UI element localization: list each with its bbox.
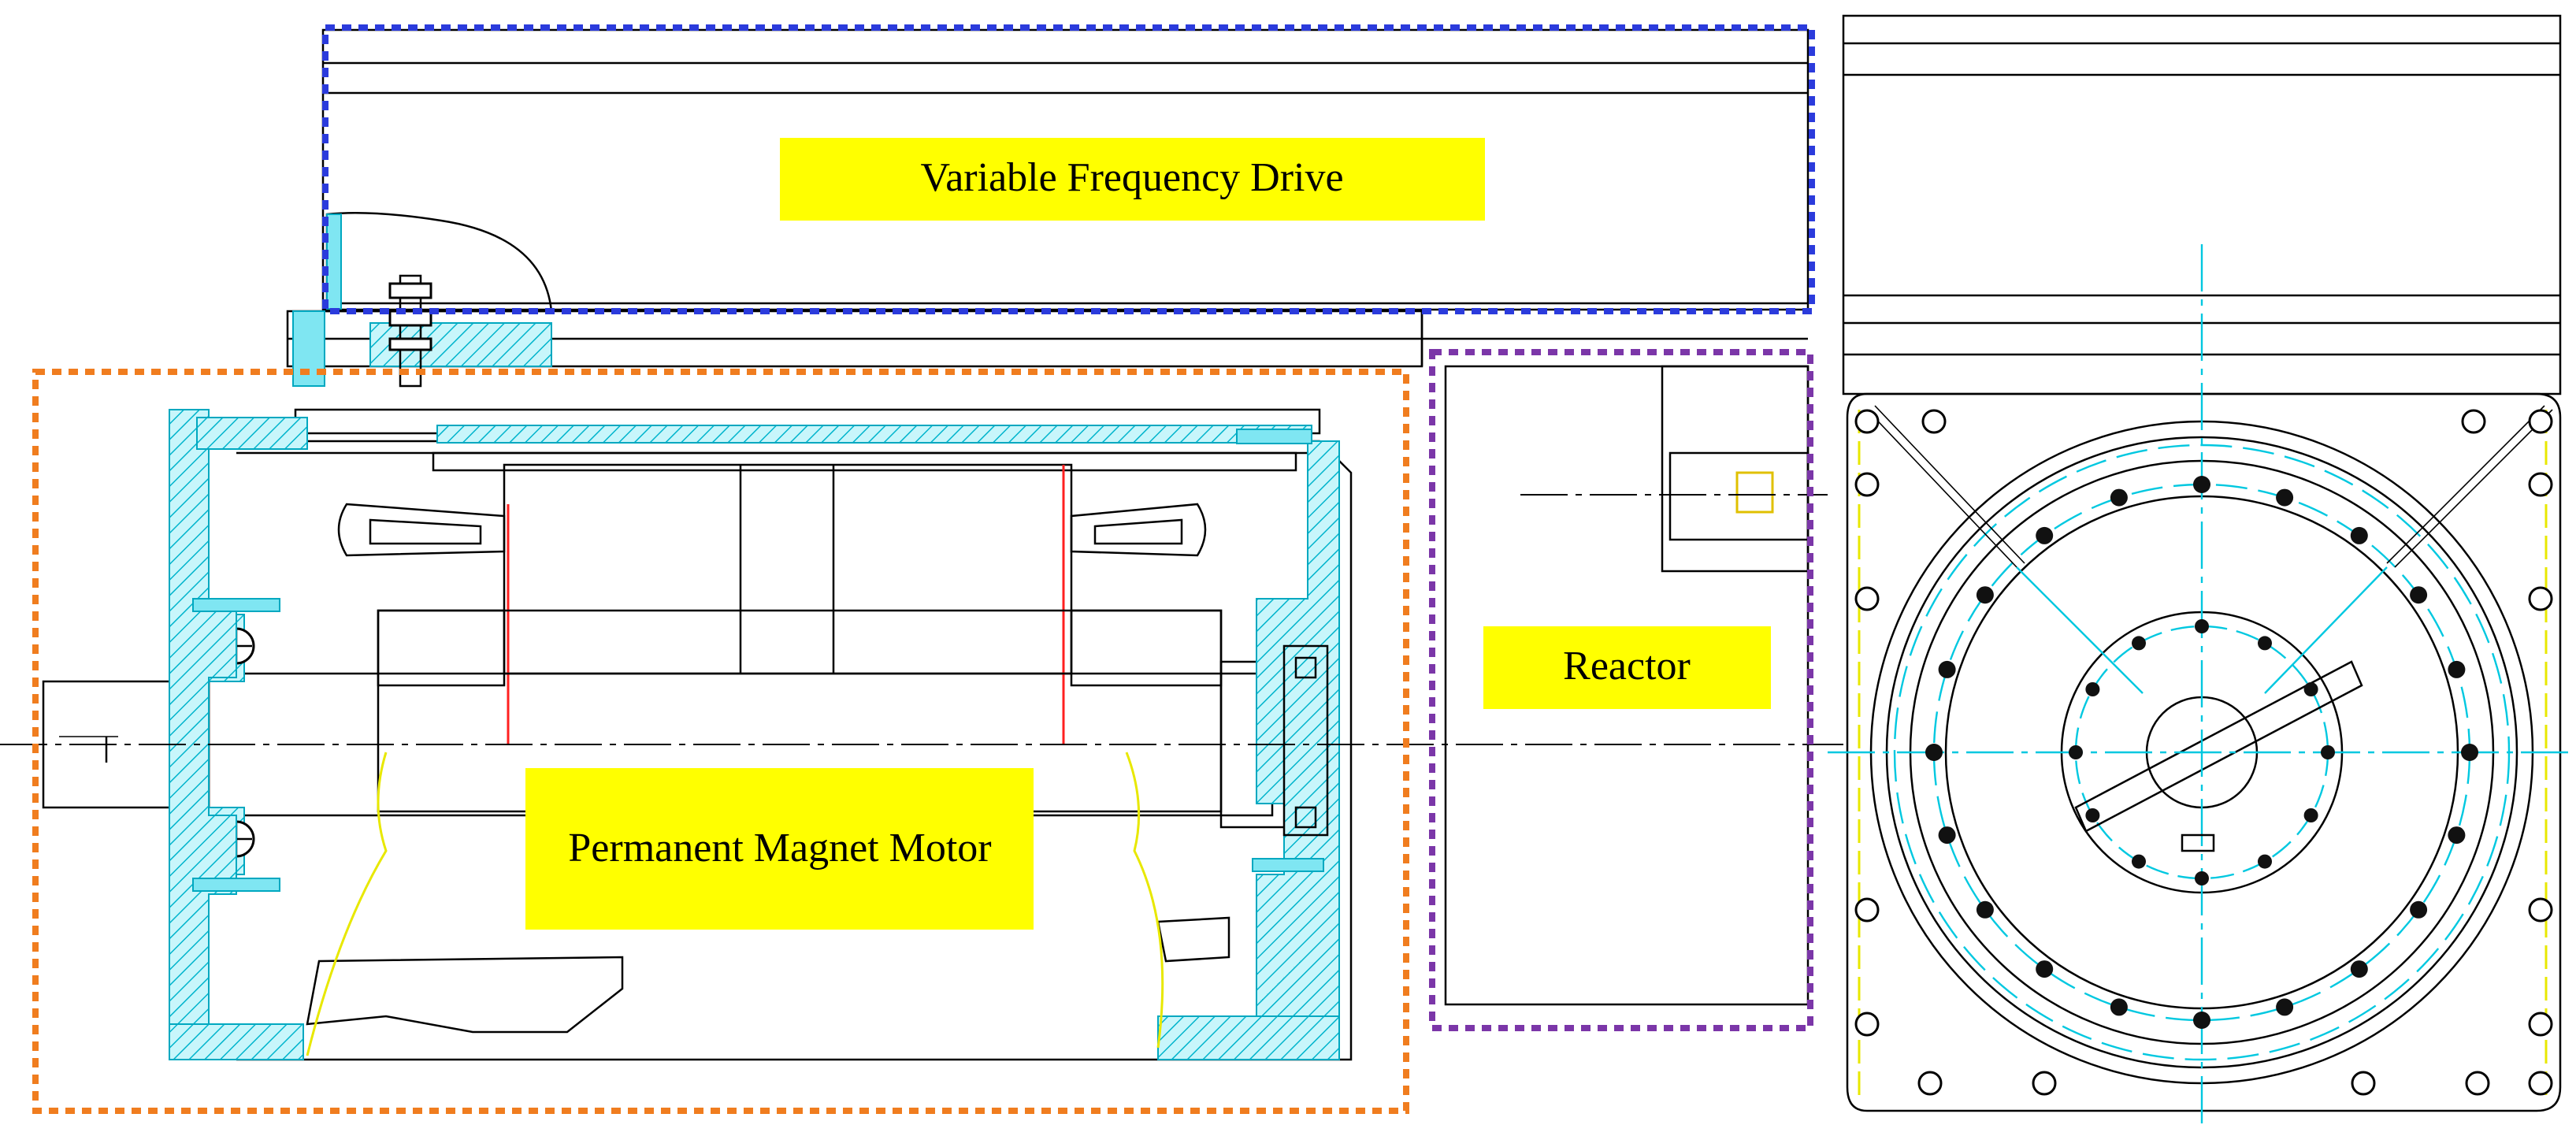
bolt-hole — [2276, 488, 2294, 507]
bolt-hole — [1976, 900, 1994, 919]
bolt-hole — [2448, 660, 2466, 678]
vfd-outline — [322, 24, 1815, 314]
outer-bolt-ring — [1925, 476, 2478, 1029]
bolt-hole — [1925, 744, 1943, 761]
bolt-hole — [2461, 744, 2478, 761]
bolt-hole — [2276, 998, 2294, 1016]
motor-label: Permanent Magnet Motor — [525, 768, 1034, 930]
vfd-label-text: Variable Frequency Drive — [920, 155, 1343, 200]
bolt-hole — [2321, 745, 2335, 759]
reactor-outline — [1429, 349, 1813, 1031]
bolt-hole — [2448, 826, 2466, 845]
vfd-housing — [286, 28, 1810, 388]
motor-label-text: Permanent Magnet Motor — [568, 826, 991, 871]
bolt-hole — [2110, 488, 2128, 507]
bolt-hole — [2036, 526, 2054, 544]
right-bearing — [1282, 644, 1329, 837]
bolt-hole — [2110, 998, 2128, 1016]
bolt-hole — [2085, 808, 2100, 822]
reactor-label-text: Reactor — [1563, 644, 1691, 689]
end-view — [1828, 14, 2570, 1127]
bolt-hole — [2193, 476, 2210, 493]
bolt-hole — [2132, 636, 2146, 651]
bolt-hole — [2085, 682, 2100, 696]
bolt-hole — [2350, 526, 2368, 544]
bolt-hole — [2410, 586, 2428, 604]
bolt-hole — [2258, 636, 2272, 651]
flange-bolts — [1854, 409, 2553, 1096]
inner-bolt-ring — [2069, 619, 2335, 885]
bolt-hole — [2258, 854, 2272, 869]
bolt-hole — [2195, 871, 2209, 885]
bolt-hole — [1938, 660, 1956, 678]
bolt-hole — [2303, 808, 2318, 822]
bolt-hole — [1938, 826, 1956, 845]
bolt-hole — [1976, 586, 1994, 604]
bolt-hole — [2069, 745, 2083, 759]
bolt-hole — [2303, 682, 2318, 696]
bolt-hole — [2036, 960, 2054, 978]
reactor-label: Reactor — [1483, 626, 1771, 709]
bolt-hole — [2193, 1012, 2210, 1029]
motor-outline — [32, 369, 1409, 1114]
vfd-label: Variable Frequency Drive — [780, 138, 1485, 221]
bolt-hole — [2195, 619, 2209, 633]
motor-section — [0, 408, 1843, 1061]
bolt-hole — [2410, 900, 2428, 919]
bolt-hole — [2132, 854, 2146, 869]
bolt-hole — [2350, 960, 2368, 978]
